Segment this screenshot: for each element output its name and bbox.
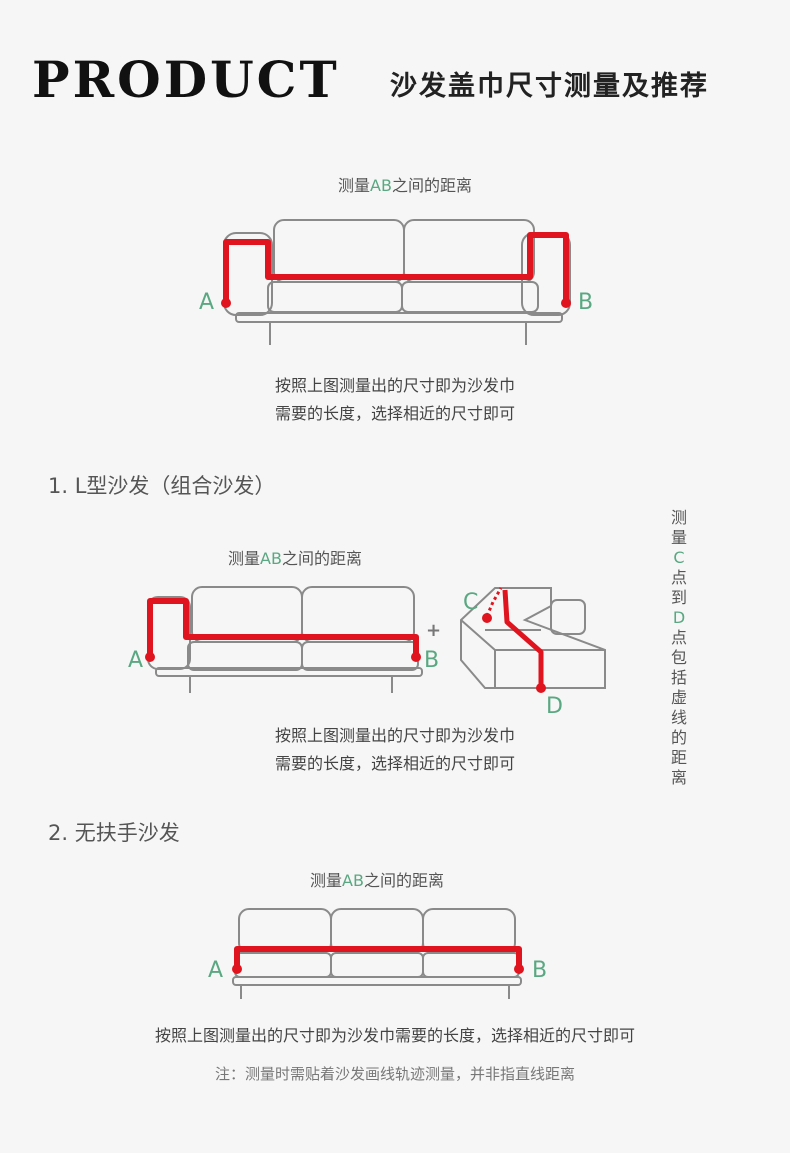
main-sofa-diagram <box>221 219 571 345</box>
measure-note: 注：测量时需贴着沙发画线轨迹测量，并非指直线距离 <box>214 1065 575 1083</box>
label-a: A <box>199 290 215 315</box>
vchar: 的 <box>670 728 687 747</box>
l-sofa-straight-diagram <box>145 586 423 693</box>
vchar: 点 <box>670 568 687 587</box>
vchar: 量 <box>670 528 687 547</box>
vchar: 点 <box>670 628 687 647</box>
seat-right <box>401 281 539 313</box>
vchar: 测 <box>670 508 687 527</box>
point-a <box>221 298 231 308</box>
plus-icon: + <box>426 620 442 641</box>
vchar: 到 <box>670 588 687 607</box>
l-label-a: A <box>128 648 144 673</box>
caption-suffix: 之间的距离 <box>391 176 472 195</box>
l-label-d: D <box>546 694 563 719</box>
vertical-note: 测 量 C 点 到 D 点 包 括 虚 线 的 距 离 <box>668 508 690 788</box>
caption-prefix: 测量 <box>310 871 343 890</box>
section-l-title: 1. L型沙发（组合沙发） <box>48 474 276 498</box>
label-b: B <box>578 290 594 315</box>
caption-ab: AB <box>260 549 282 568</box>
sofa-base <box>235 312 563 323</box>
back-cushion-left <box>273 219 405 283</box>
vchar: 括 <box>670 668 687 687</box>
caption-prefix: 测量 <box>228 549 261 568</box>
caption-suffix: 之间的距离 <box>281 549 362 568</box>
instruction-line-2: 需要的长度，选择相近的尺寸即可 <box>274 404 515 423</box>
instruction-line-1: 按照上图测量出的尺寸即为沙发巾 <box>274 726 515 745</box>
l-instruction: 按照上图测量出的尺寸即为沙发巾 需要的长度，选择相近的尺寸即可 <box>200 722 590 778</box>
seat-left <box>267 281 403 313</box>
arm-left <box>223 232 273 316</box>
measure-line <box>223 232 569 303</box>
caption-ab: AB <box>342 871 364 890</box>
instruction-line-2: 需要的长度，选择相近的尺寸即可 <box>274 754 515 773</box>
vchar: 离 <box>670 768 687 787</box>
armless-caption: 测量AB之间的距离 <box>252 867 502 891</box>
vchar-c: C <box>673 548 685 567</box>
l-sofa-chaise-diagram <box>460 587 606 693</box>
section-armless-title: 2. 无扶手沙发 <box>48 821 180 845</box>
vchar: 包 <box>670 648 687 667</box>
caption-ab: AB <box>370 176 392 195</box>
point-b <box>561 298 571 308</box>
instruction-line-1: 按照上图测量出的尺寸即为沙发巾 <box>274 376 515 395</box>
vchar: 线 <box>670 708 687 727</box>
vchar: 距 <box>670 748 687 767</box>
armless-instruction: 按照上图测量出的尺寸即为沙发巾需要的长度，选择相近的尺寸即可 <box>154 1026 635 1045</box>
back-cushion-right <box>403 219 535 283</box>
armless-sofa-diagram <box>232 908 524 999</box>
page-title: 沙发盖巾尺寸测量及推荐 <box>390 71 709 102</box>
product-logo: PRODUCT <box>32 50 340 109</box>
armless-label-a: A <box>208 958 224 983</box>
armless-label-b: B <box>532 958 548 983</box>
main-instruction: 按照上图测量出的尺寸即为沙发巾 需要的长度，选择相近的尺寸即可 <box>200 372 590 428</box>
main-caption: 测量AB之间的距离 <box>280 172 530 196</box>
vchar-d: D <box>672 608 686 627</box>
l-caption: 测量AB之间的距离 <box>170 545 420 569</box>
caption-suffix: 之间的距离 <box>363 871 444 890</box>
l-label-c: C <box>463 590 479 615</box>
l-label-b: B <box>424 648 440 673</box>
caption-prefix: 测量 <box>338 176 371 195</box>
vchar: 虚 <box>670 688 687 707</box>
